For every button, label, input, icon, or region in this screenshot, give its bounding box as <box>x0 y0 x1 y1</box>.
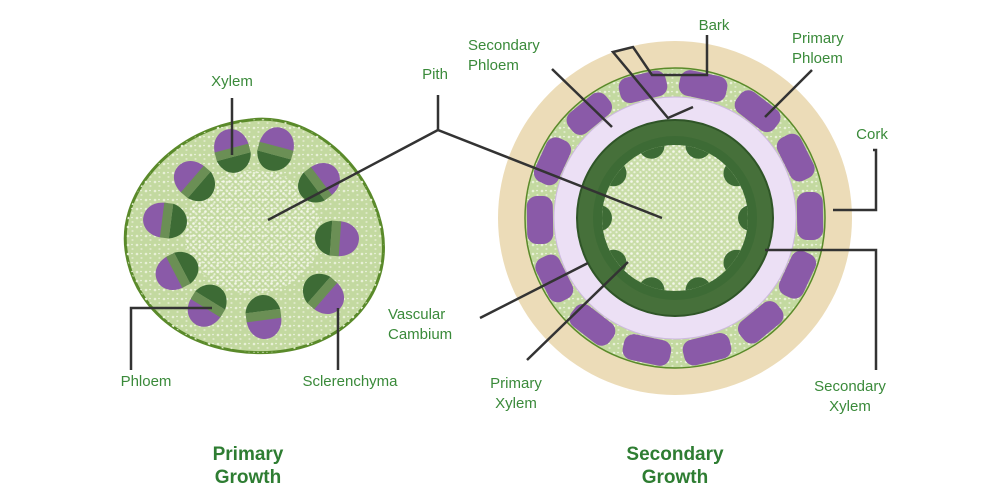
bundle-phloem <box>187 297 222 327</box>
phloem-block <box>734 90 781 133</box>
vascular-bundle <box>315 220 359 257</box>
primary-xylem-leader <box>526 261 629 361</box>
phloem-block <box>778 250 817 299</box>
secondary-growth-title: Secondary Growth <box>626 444 724 488</box>
primary-phloem-label: Primary Phloem <box>792 30 844 67</box>
primary-xylem-label: Primary Xylem <box>490 375 542 412</box>
cork-leader <box>833 148 878 212</box>
phloem-block <box>678 70 728 102</box>
bundle-xylem <box>257 150 292 171</box>
bundle-xylem <box>168 203 187 239</box>
phloem-block <box>533 137 572 186</box>
bundle-phloem <box>174 160 206 194</box>
bundle-xylem <box>298 172 325 203</box>
phloem-block <box>569 303 616 346</box>
bark-leader <box>610 35 709 120</box>
bundle-phloem <box>312 281 344 315</box>
xylem-label: Xylem <box>211 73 253 90</box>
phloem-leader <box>129 306 212 370</box>
bundle-phloem <box>246 315 282 339</box>
cork-label: Cork <box>856 126 888 143</box>
sclerenchyma-label: Sclerenchyma <box>302 373 398 390</box>
bundle-xylem <box>315 220 333 256</box>
bundle-cambium <box>329 220 342 257</box>
vascular-bundle <box>245 295 282 339</box>
bundle-xylem <box>187 171 216 202</box>
bundle-phloem <box>309 163 340 197</box>
vascular-bundle <box>298 163 340 203</box>
bundle-cambium <box>307 276 338 310</box>
leader-lines <box>129 35 878 370</box>
vascular-cambium-leader <box>479 261 589 320</box>
bundle-cambium <box>190 291 226 318</box>
bundle-xylem <box>302 273 331 304</box>
phloem-block <box>535 254 574 303</box>
vascular-bundle <box>187 284 227 327</box>
bundle-phloem <box>259 127 294 153</box>
primary-phloem-blocks <box>526 70 824 366</box>
bundle-cambium <box>257 141 294 160</box>
vascular-bundle <box>155 251 199 291</box>
phloem-label: Phloem <box>120 373 172 390</box>
bundle-cambium <box>166 252 191 288</box>
vascular-bundle <box>143 202 187 239</box>
pith-dots <box>602 145 748 291</box>
bundle-cambium <box>180 165 211 199</box>
phloem-block <box>737 301 784 344</box>
phloem-block <box>796 191 824 241</box>
secondary-stem-section <box>498 41 852 395</box>
phloem-block <box>622 334 672 366</box>
secondary-xylem-label: Secondary Xylem <box>814 378 886 415</box>
bundle-xylem <box>216 152 251 173</box>
secondary-phloem-leader <box>551 68 613 128</box>
secondary-xylem-leader <box>765 248 878 370</box>
vascular-bundle <box>257 127 294 171</box>
pith-label: Pith <box>422 66 448 83</box>
bark-label: Bark <box>698 17 730 34</box>
pith-leader <box>267 95 663 222</box>
phloem-block <box>526 195 554 245</box>
bundle-xylem <box>174 251 199 284</box>
bundle-phloem <box>143 202 167 238</box>
bundle-xylem <box>245 295 281 314</box>
bundle-cambium <box>159 202 174 239</box>
vascular-bundles <box>143 127 359 339</box>
bundle-xylem <box>195 284 227 310</box>
primary-stem-section <box>123 117 385 355</box>
bundle-phloem <box>155 255 185 291</box>
primary-xylem-bump <box>738 205 748 231</box>
primary-pith <box>185 170 321 294</box>
bundle-cambium <box>245 308 282 323</box>
primary-phloem-leader <box>764 69 813 118</box>
phloem-block <box>776 133 815 182</box>
vascular-bundle <box>302 273 344 315</box>
bundle-cambium <box>303 167 333 201</box>
phloem-block <box>682 332 732 366</box>
phloem-block <box>566 92 613 135</box>
bundle-phloem <box>336 221 359 257</box>
secondary-phloem-label: Secondary Phloem <box>468 37 540 74</box>
vascular-bundle <box>174 160 216 202</box>
primary-xylem-bump <box>602 205 612 231</box>
primary-growth-title: Primary Growth <box>212 444 284 488</box>
vascular-cambium-label: Vascular Cambium <box>388 306 453 343</box>
